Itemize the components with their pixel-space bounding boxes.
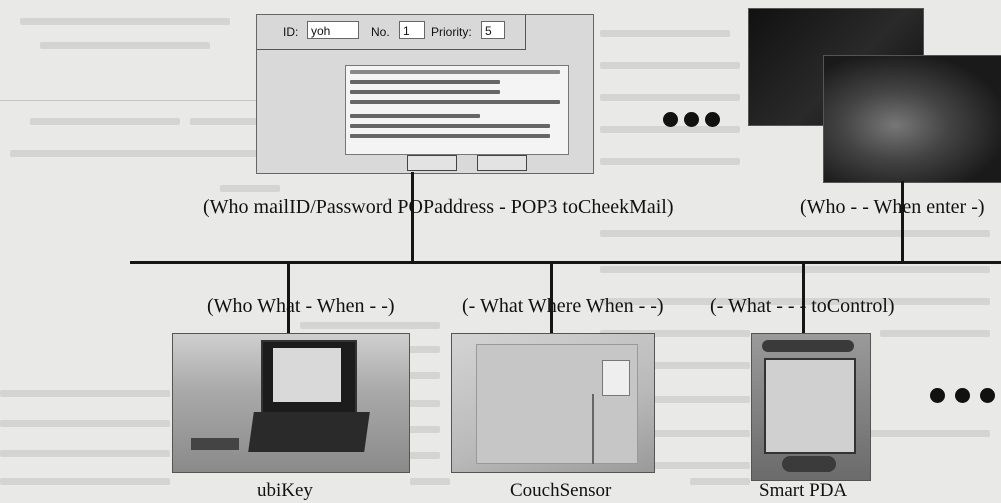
cancel-button-image [477, 155, 527, 171]
mail-client-window: ID: yoh No. 1 Priority: 5 [256, 14, 594, 174]
priority-field: 5 [481, 21, 505, 39]
connector-ubikey [287, 262, 290, 342]
caption-couch-sensor: CouchSensor [510, 480, 612, 501]
mail-settings-bar: ID: yoh No. 1 Priority: 5 [257, 15, 526, 50]
no-label: No. [371, 25, 390, 39]
main-bus-line [130, 261, 1001, 264]
id-label: ID: [283, 25, 299, 39]
smart-pda-photo [751, 333, 871, 481]
label-couch-context: (- What Where When - -) [462, 295, 664, 317]
caption-smart-pda: Smart PDA [759, 480, 848, 501]
priority-label: Priority: [431, 25, 472, 39]
connector-mail [411, 172, 414, 262]
label-mail-context: (Who mailID/Password POPaddress - POP3 t… [203, 196, 674, 218]
label-pda-context: (- What - - - toControl) [710, 295, 895, 317]
ubikey-laptop-photo [172, 333, 410, 473]
connector-pda [802, 262, 805, 342]
label-video-context: (Who - - When enter -) [800, 196, 985, 218]
no-field: 1 [399, 21, 425, 39]
couch-sensor-photo [451, 333, 655, 473]
id-field: yoh [307, 21, 359, 39]
ok-button-image [407, 155, 457, 171]
connector-couch [550, 262, 553, 342]
video-photo-front [823, 55, 1001, 183]
label-ubikey-context: (Who What - When - -) [207, 295, 395, 317]
caption-ubikey: ubiKey [257, 480, 313, 501]
connector-video [901, 181, 904, 262]
mail-list [345, 65, 569, 155]
